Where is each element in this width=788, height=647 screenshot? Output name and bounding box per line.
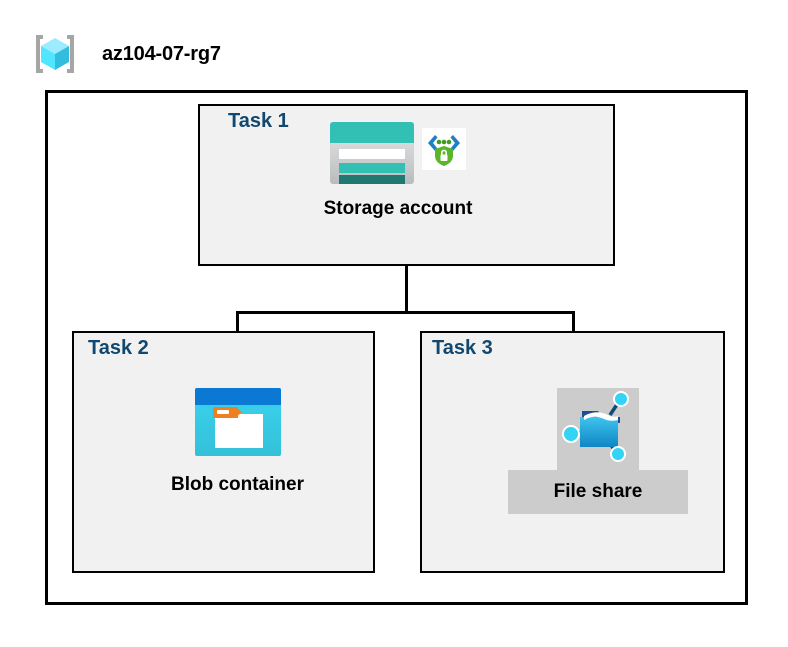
task-1-label: Task 1: [228, 110, 289, 132]
blob-container-caption: Blob container: [170, 474, 304, 495]
file-share-caption-highlight: File share: [508, 470, 688, 514]
connector-horizontal-branch: [236, 311, 575, 314]
blob-container-icon: [194, 388, 281, 456]
security-encryption-icon: [422, 128, 466, 170]
storage-account-node[interactable]: Storage account: [293, 122, 503, 220]
resource-group-cube-icon: [30, 29, 80, 79]
blob-icon-title-bar: [194, 388, 281, 405]
blob-icon-tab-slot: [216, 410, 229, 414]
storage-account-icon-row: [293, 122, 503, 184]
storage-icon-row-1: [339, 149, 405, 159]
storage-account-icon: [330, 122, 414, 184]
task-2-label: Task 2: [88, 337, 149, 359]
file-share-caption: File share: [553, 481, 643, 502]
blob-icon-document: [214, 414, 263, 448]
task-3-label: Task 3: [432, 337, 493, 359]
file-share-icon: [560, 389, 636, 470]
resource-group-header: az104-07-rg7: [30, 26, 330, 82]
storage-account-caption: Storage account: [323, 198, 473, 219]
file-share-icon-highlight: [557, 388, 639, 470]
connector-storage-down: [405, 266, 408, 313]
storage-icon-row-2: [339, 163, 405, 173]
blob-container-node[interactable]: Blob container: [150, 388, 325, 496]
storage-icon-header-bar: [330, 122, 414, 143]
file-share-node[interactable]: File share: [508, 388, 688, 514]
resource-group-name: az104-07-rg7: [102, 42, 221, 65]
storage-icon-row-3: [339, 175, 405, 184]
